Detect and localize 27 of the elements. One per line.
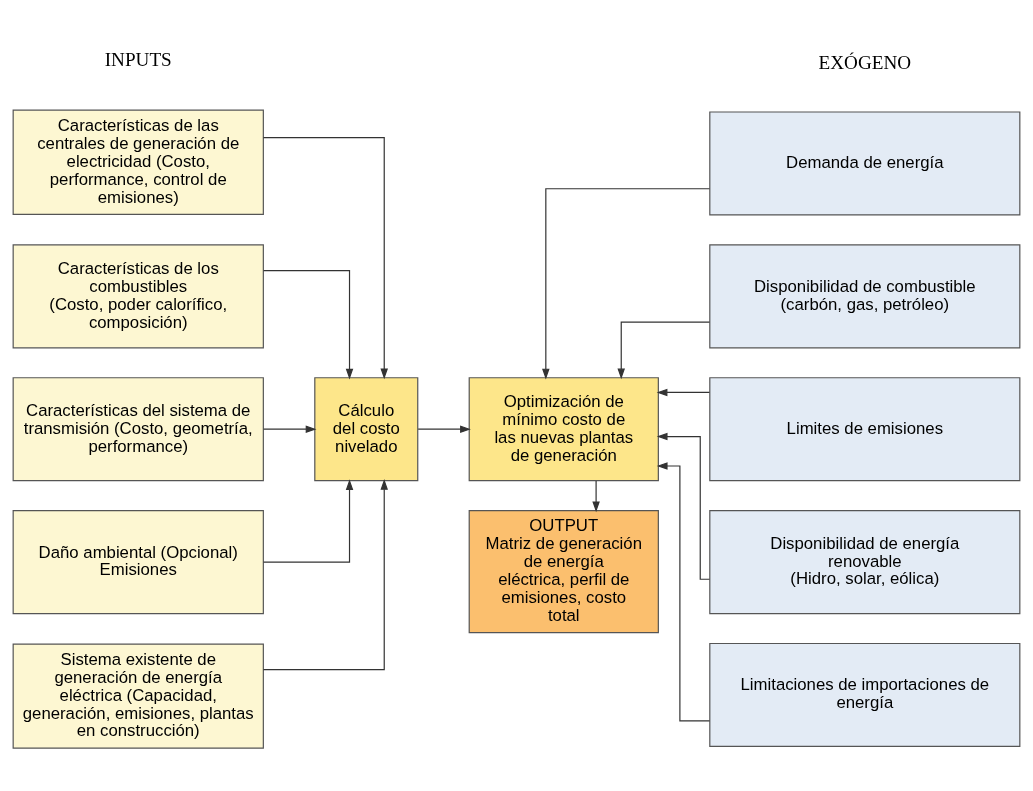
label: EXÓGENO (818, 51, 912, 73)
node-box: Optimización de mínimo costo de las nuevas plantas de generación (468, 376, 659, 481)
arrow (592, 479, 600, 512)
node-box: Disponibilidad de energía renovable (Hidro, solar, eólica) (709, 509, 1021, 614)
node-box: OUTPUT Matriz de generación de energía eléctrica, perfil de emisiones, costo total (468, 509, 659, 633)
arrow (542, 187, 711, 379)
node-box: Sistema existente de generación de energía eléctrica (Capacidad, generación, emisiones, plantas en construcción) (12, 642, 264, 749)
arrow (417, 424, 471, 433)
node-box: Características del sistema de transmisión (Costo, geometría, performance) (12, 376, 264, 481)
node-box: Limitaciones de importaciones de energía (709, 642, 1021, 747)
arrow (263, 478, 354, 563)
arrow (617, 321, 711, 379)
node-box: Limites de emisiones (709, 376, 1021, 481)
node-box: Cálculo del costo nivelado (314, 376, 419, 481)
arrow (262, 478, 388, 670)
arrow (263, 424, 317, 433)
node-box: Características de los combustibles (Costo, poder calorífico, composición) (12, 243, 264, 348)
arrow (262, 136, 388, 379)
node-box: Características de las centrales de generación de electricidad (Costo, performance, control de emisiones) (12, 109, 264, 215)
node-box: Daño ambiental (Opcional) Emisiones (12, 509, 264, 614)
arrow (656, 388, 711, 396)
arrow (656, 461, 711, 721)
node-box: Disponibilidad de combustible (carbón, gas, petróleo) (709, 243, 1021, 348)
node-box: Demanda de energía (709, 110, 1021, 216)
label: INPUTS (104, 48, 172, 70)
arrow (263, 269, 354, 380)
arrow (656, 432, 711, 580)
